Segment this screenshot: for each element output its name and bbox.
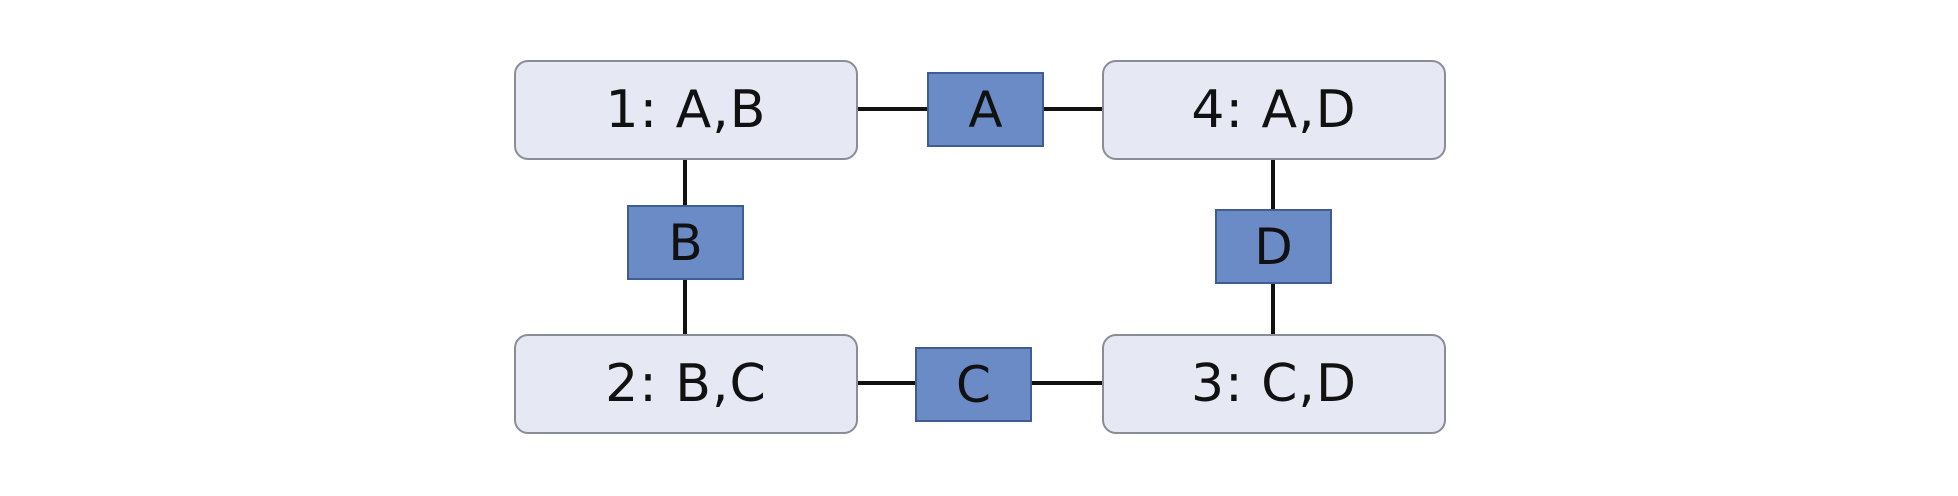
separator-d: D: [1215, 209, 1332, 284]
separator-b-label: B: [668, 213, 703, 272]
clique-node-4: 4: A,D: [1102, 60, 1446, 160]
clique-node-3-label: 3: C,D: [1190, 354, 1357, 414]
separator-c-label: C: [956, 355, 991, 414]
separator-a-label: A: [968, 80, 1003, 139]
clique-node-2: 2: B,C: [514, 334, 858, 434]
clique-node-3: 3: C,D: [1102, 334, 1446, 434]
separator-d-label: D: [1254, 217, 1293, 276]
clique-node-4-label: 4: A,D: [1191, 80, 1357, 140]
clique-node-2-label: 2: B,C: [605, 354, 767, 414]
separator-c: C: [915, 347, 1032, 422]
separator-b: B: [627, 205, 744, 280]
clique-node-1: 1: A,B: [514, 60, 858, 160]
clique-node-1-label: 1: A,B: [605, 80, 767, 140]
separator-a: A: [927, 72, 1044, 147]
